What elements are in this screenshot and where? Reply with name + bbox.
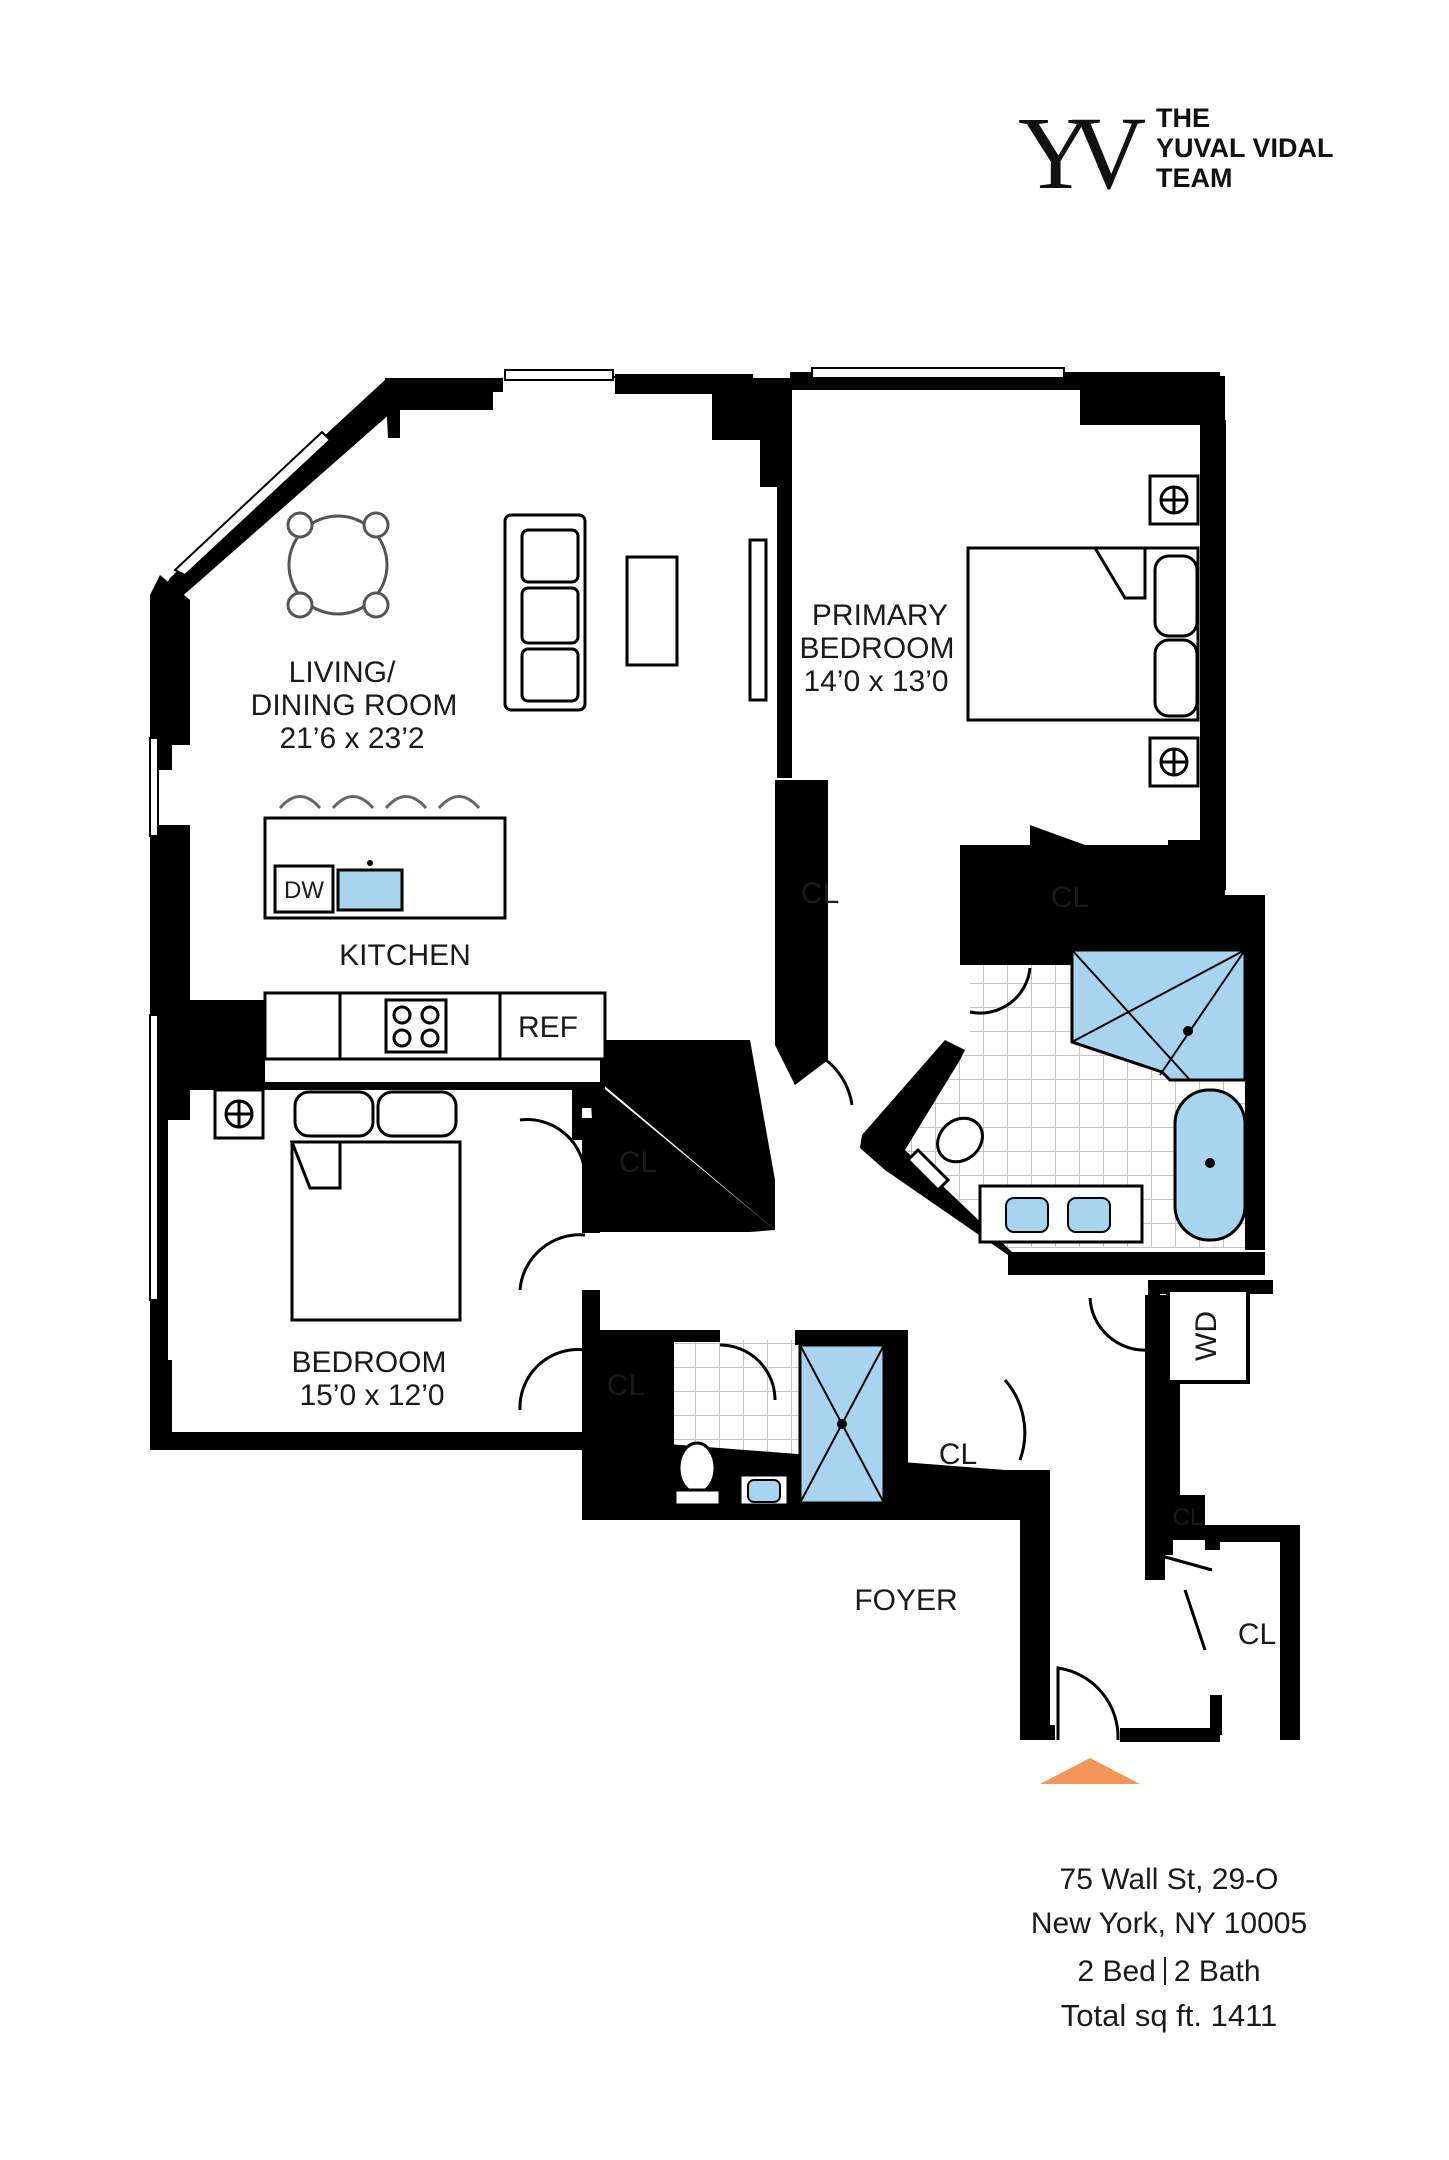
second-toilet — [673, 1441, 722, 1507]
refrigerator-label: REF — [518, 1011, 578, 1044]
media-console — [748, 538, 768, 702]
second-sink — [738, 1473, 790, 1507]
kitchen-island — [263, 795, 507, 920]
listing-info: 75 Wall St, 29-O New York, NY 10005 2 Be… — [999, 1858, 1339, 2038]
primary-shower — [1070, 948, 1247, 1082]
sofa — [503, 513, 587, 712]
washer-dryer-cabinet — [1166, 1288, 1250, 1384]
address-line-2: New York, NY 10005 — [1030, 1907, 1308, 1940]
closet-label-right: CL — [1238, 1618, 1276, 1651]
closet-label-bedroom: CL — [619, 1146, 657, 1179]
team-logo: YV THE YUVAL VIDAL TEAM — [1018, 96, 1334, 211]
primary-toilet — [905, 1116, 984, 1193]
coffee-table — [625, 555, 679, 667]
door-swings — [518, 967, 1213, 1741]
closet-label-right-small: CL — [1173, 1504, 1204, 1531]
beds: 2 Bed — [1077, 1955, 1156, 1988]
bed-bath: 2 Bed 2 Bath — [999, 1950, 1339, 1994]
living-label-line2: DINING ROOM — [251, 689, 458, 722]
bedroom-outlet — [213, 1088, 265, 1140]
closet-label-primary-left: CL — [801, 877, 839, 910]
bedroom-bed — [289, 1090, 462, 1322]
bathtub — [1173, 1088, 1247, 1242]
primary-vanity — [978, 1184, 1144, 1244]
closet-label-bedroom-lower: CL — [607, 1369, 645, 1402]
address-line-1: 75 Wall St, 29-O — [1059, 1863, 1279, 1896]
dining-table — [286, 511, 390, 619]
living-label-line1: LIVING/ — [289, 656, 396, 689]
windows — [149, 367, 1065, 1301]
bedroom-dims: 15’0 x 12’0 — [299, 1379, 444, 1412]
bed-bath-divider — [1163, 1957, 1166, 1985]
logo-line-3: TEAM — [1156, 163, 1233, 193]
entry-marker — [1040, 1758, 1140, 1784]
washer-dryer-label: WD — [1190, 1311, 1223, 1361]
bedroom-label: BEDROOM — [291, 1346, 446, 1379]
closet-label-foyer: CL — [939, 1438, 977, 1471]
primary-label-line2: BEDROOM — [799, 632, 954, 665]
total-sqft: Total sq ft. 1411 — [1060, 1998, 1278, 2033]
primary-outlet-top — [1148, 474, 1200, 526]
logo-line-1: THE — [1156, 103, 1210, 133]
primary-label-line1: PRIMARY — [812, 599, 948, 632]
primary-dims: 14’0 x 13’0 — [803, 665, 948, 698]
foyer-label: FOYER — [854, 1584, 957, 1617]
living-dims: 21’6 x 23’2 — [279, 722, 424, 755]
primary-bed — [966, 546, 1200, 722]
logo-line-2: YUVAL VIDAL — [1156, 133, 1334, 163]
kitchen-counter — [263, 991, 607, 1061]
primary-outlet-bottom — [1148, 736, 1200, 788]
baths: 2 Bath — [1173, 1955, 1261, 1988]
second-shower — [798, 1343, 886, 1505]
dishwasher-label: DW — [284, 877, 324, 904]
logo-monogram: YV — [1018, 96, 1145, 211]
kitchen-label: KITCHEN — [339, 939, 471, 972]
closet-label-primary-right: CL — [1051, 881, 1089, 914]
